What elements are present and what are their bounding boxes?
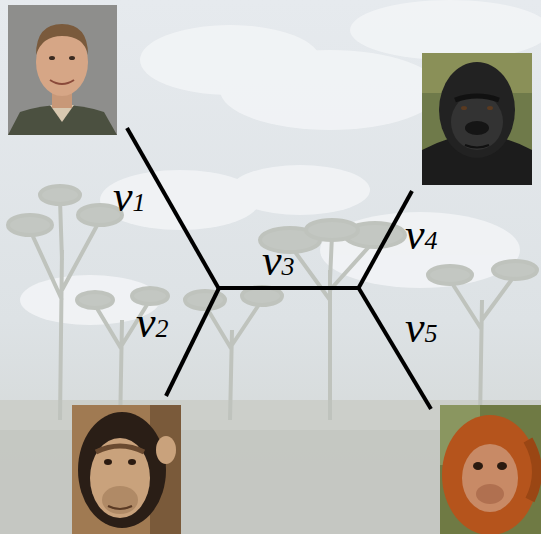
branch-line — [166, 288, 219, 396]
human-photo — [8, 5, 117, 135]
gorilla-photo — [422, 53, 532, 185]
chimpanzee-photo — [72, 405, 181, 534]
distant-ground — [0, 400, 541, 534]
branch-line — [358, 191, 412, 289]
branch-line — [217, 286, 360, 290]
branch-length-label: v4 — [405, 213, 438, 263]
branch-length-label: v2 — [136, 301, 169, 351]
orangutan-photo — [440, 405, 541, 534]
tree-branches — [127, 128, 431, 409]
branch-length-label: v1 — [113, 175, 146, 225]
branch-length-label: v3 — [262, 239, 295, 289]
quiver-trees — [8, 186, 537, 430]
branch-length-label: v5 — [405, 306, 438, 356]
